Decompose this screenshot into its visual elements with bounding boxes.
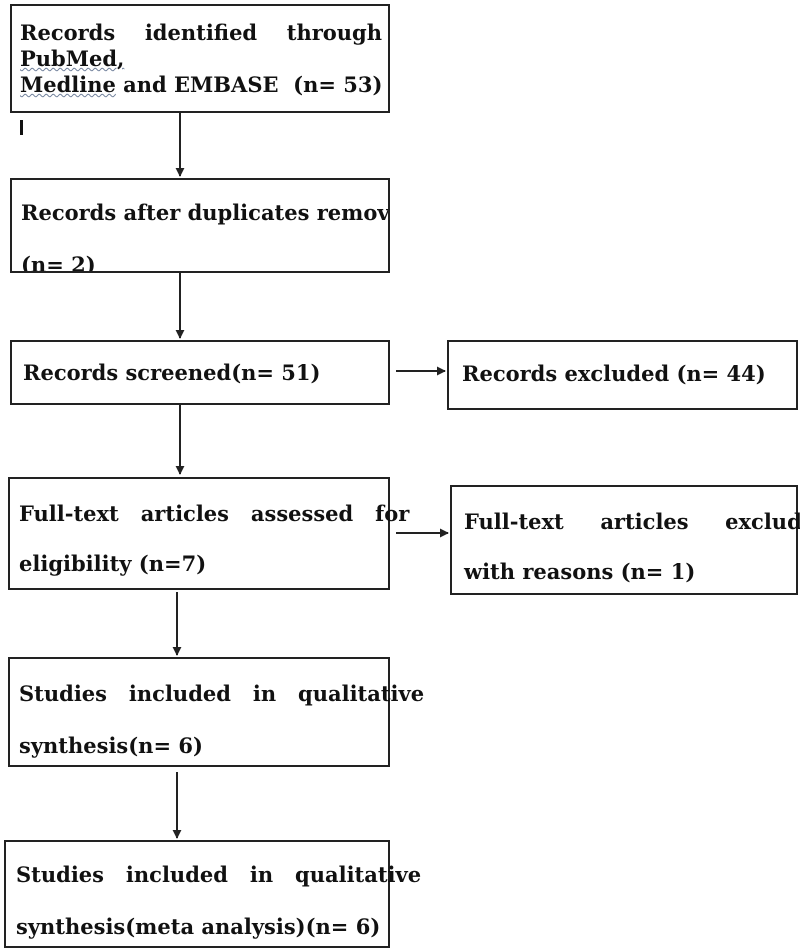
qualitative-synthesis-line1: Studies included in qualitative	[19, 681, 425, 706]
records-excluded-box: Records excluded (n= 44)	[447, 340, 798, 410]
duplicates-removed-box: Records after duplicates removed (n= 2)	[10, 178, 390, 273]
records-screened-box: Records screened(n= 51)	[10, 340, 390, 405]
text-cursor-mark	[20, 120, 23, 135]
word-through: through	[286, 20, 383, 45]
records-identified-line1: Records identified through PubMed,	[20, 20, 382, 72]
full-text-excluded-line2: with reasons (n= 1)	[464, 559, 696, 584]
qualitative-synthesis-box: Studies included in qualitative synthesi…	[8, 657, 424, 767]
duplicates-removed-line2: (n= 2)	[21, 252, 96, 273]
meta-analysis-line2: synthesis(meta analysis)(n= 6)	[16, 914, 381, 939]
full-text-assessed-line1: Full-text articles assessed for	[19, 501, 410, 526]
word-records: Records	[20, 20, 116, 45]
full-text-excluded-box: Full-text articles excluded with reasons…	[450, 485, 800, 595]
word-pubmed: PubMed,	[20, 46, 125, 71]
records-screened-text: Records screened(n= 51)	[23, 360, 321, 385]
records-identified-box: Records identified through PubMed, Medli…	[10, 4, 390, 113]
word-identified: identified	[144, 20, 258, 45]
records-excluded-text: Records excluded (n= 44)	[462, 361, 766, 386]
full-text-assessed-box: Full-text articles assessed for eligibil…	[8, 477, 409, 590]
records-identified-line2: Medline and EMBASE (n= 53)	[20, 72, 382, 98]
full-text-excluded-line1: Full-text articles excluded	[464, 509, 800, 534]
records-identified-line2-rest: and EMBASE (n= 53)	[115, 72, 383, 97]
duplicates-removed-line1: Records after duplicates removed	[21, 200, 390, 225]
meta-analysis-box: Studies included in qualitative synthesi…	[4, 840, 421, 948]
full-text-assessed-line2: eligibility (n=7)	[19, 551, 207, 576]
meta-analysis-line1: Studies included in qualitative	[16, 862, 422, 887]
qualitative-synthesis-line2: synthesis(n= 6)	[19, 733, 203, 758]
word-medline: Medline	[20, 72, 116, 97]
